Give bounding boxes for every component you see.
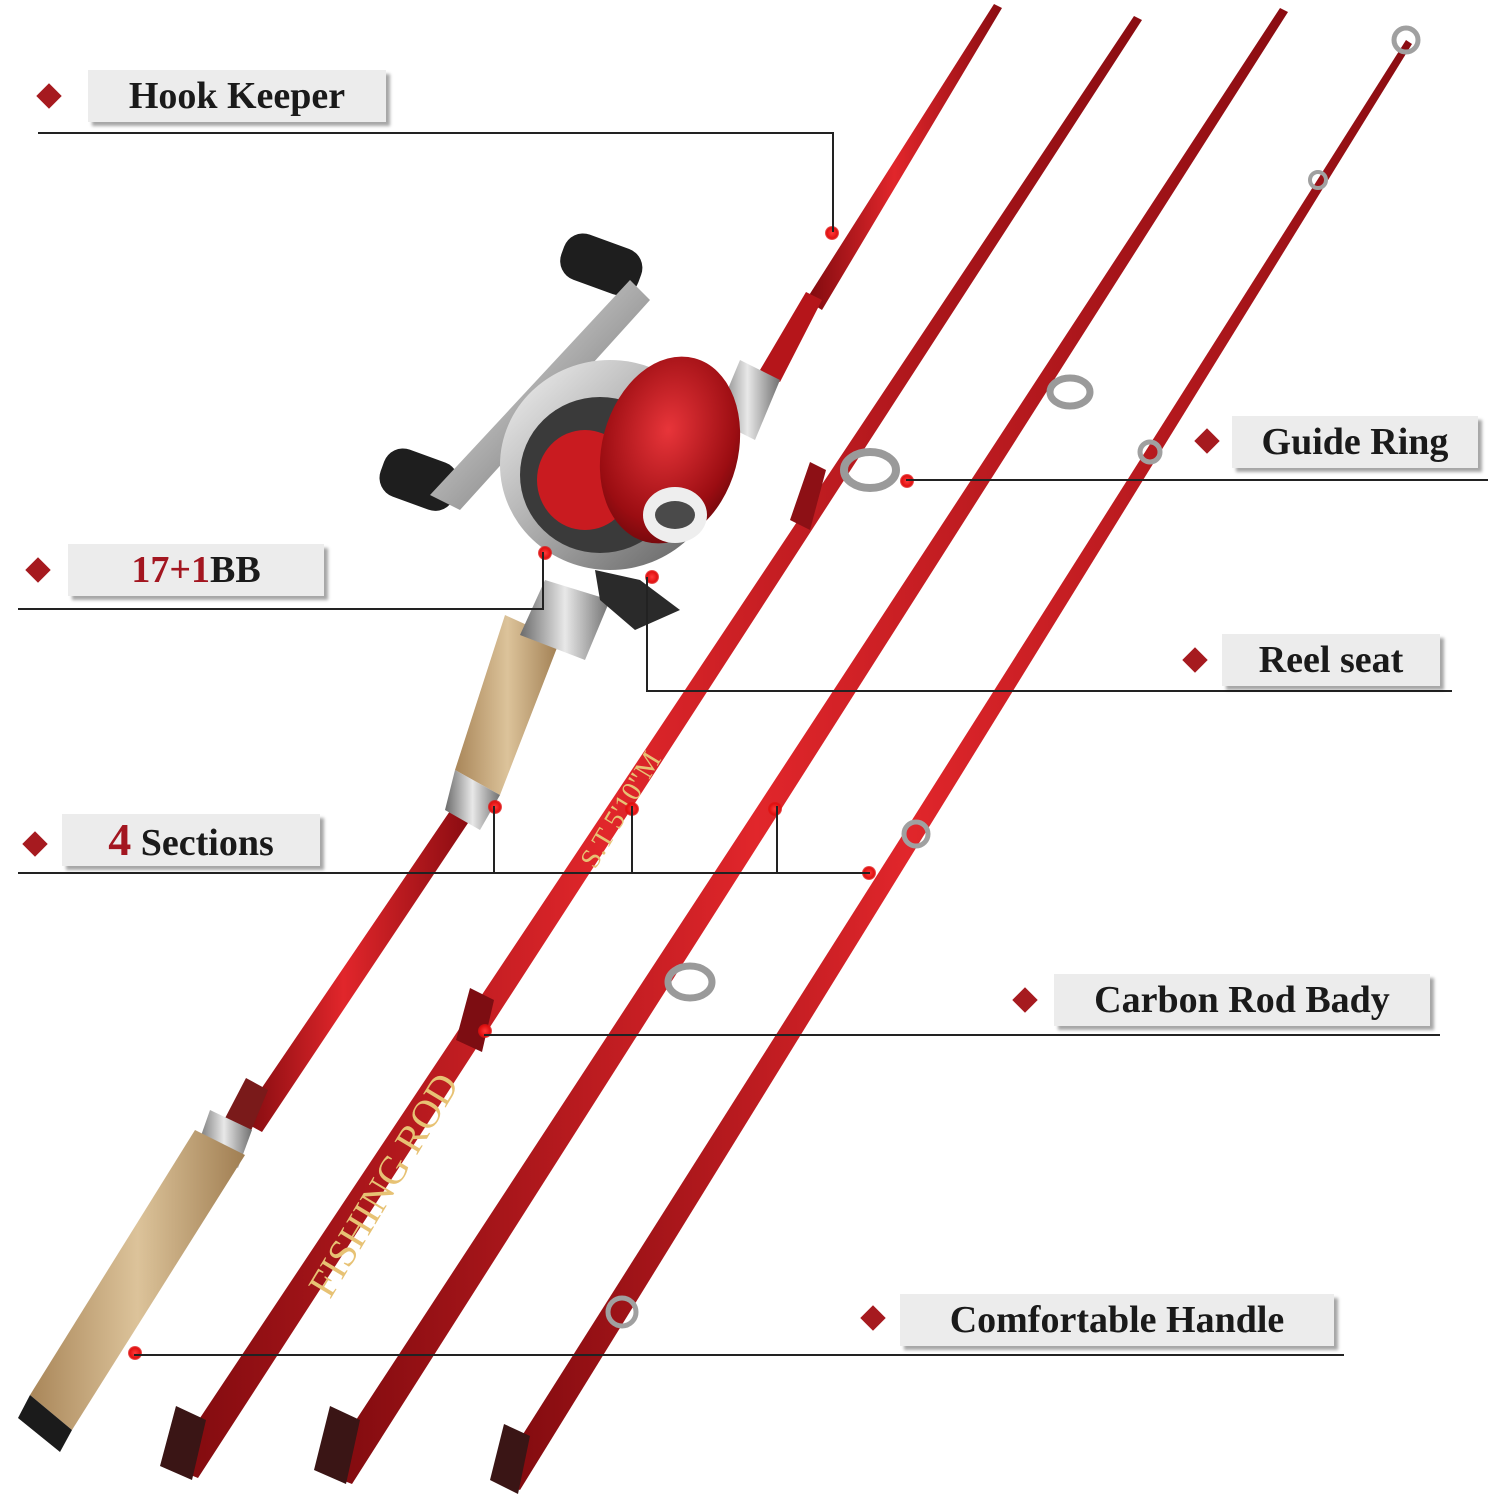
leader-sections-v2 [631, 806, 633, 872]
marker-reel-seat [645, 570, 659, 584]
leader-guide-ring [906, 479, 1488, 481]
label-carbon-rod-text: Carbon Rod Bady [1094, 979, 1390, 1021]
marker-bearings [538, 546, 552, 560]
leader-reel-seat-h [646, 690, 1452, 692]
label-reel-seat: Reel seat [1222, 634, 1440, 686]
label-bearings-count: 17+1 [131, 549, 210, 591]
leader-sections-v3 [776, 806, 778, 872]
label-carbon-rod: Carbon Rod Bady [1054, 974, 1430, 1026]
label-sections-count: 4 [108, 814, 132, 865]
rod-section-butt [18, 4, 1002, 1452]
rod-model-text: S.T 5'10"M [574, 747, 667, 874]
label-handle: Comfortable Handle [900, 1294, 1334, 1346]
leader-sections-v1 [493, 806, 495, 872]
marker-sections-3 [768, 802, 782, 816]
label-guide-ring-text: Guide Ring [1261, 421, 1449, 463]
leader-bearings-v [542, 552, 544, 610]
leader-hook-keeper-v [832, 132, 834, 232]
label-hook-keeper: Hook Keeper [88, 70, 386, 122]
label-bearings-unit: BB [209, 549, 261, 591]
baitcasting-reel [379, 233, 741, 630]
leader-reel-seat-v [646, 577, 648, 692]
label-guide-ring: Guide Ring [1232, 416, 1478, 468]
leader-carbon-rod [484, 1034, 1440, 1036]
marker-sections-1 [488, 800, 502, 814]
rod-fishing-rod-text: FISHING ROD [299, 1065, 467, 1304]
leader-sections-h [18, 872, 870, 874]
label-sections: 4 Sections [62, 814, 320, 866]
marker-guide-ring [900, 474, 914, 488]
label-sections-text: Sections [131, 822, 274, 864]
leader-bearings-h [18, 608, 544, 610]
label-handle-text: Comfortable Handle [949, 1299, 1285, 1341]
label-hook-keeper-text: Hook Keeper [128, 75, 346, 117]
leader-hook-keeper-h [38, 132, 834, 134]
marker-handle [128, 1346, 142, 1360]
rod-section-tip [490, 25, 1421, 1494]
leader-handle [134, 1354, 1344, 1356]
rod-section-3 [314, 8, 1288, 1484]
marker-hook-keeper [825, 226, 839, 240]
label-reel-seat-text: Reel seat [1258, 639, 1404, 681]
label-bearings: 17+1BB [68, 544, 324, 596]
